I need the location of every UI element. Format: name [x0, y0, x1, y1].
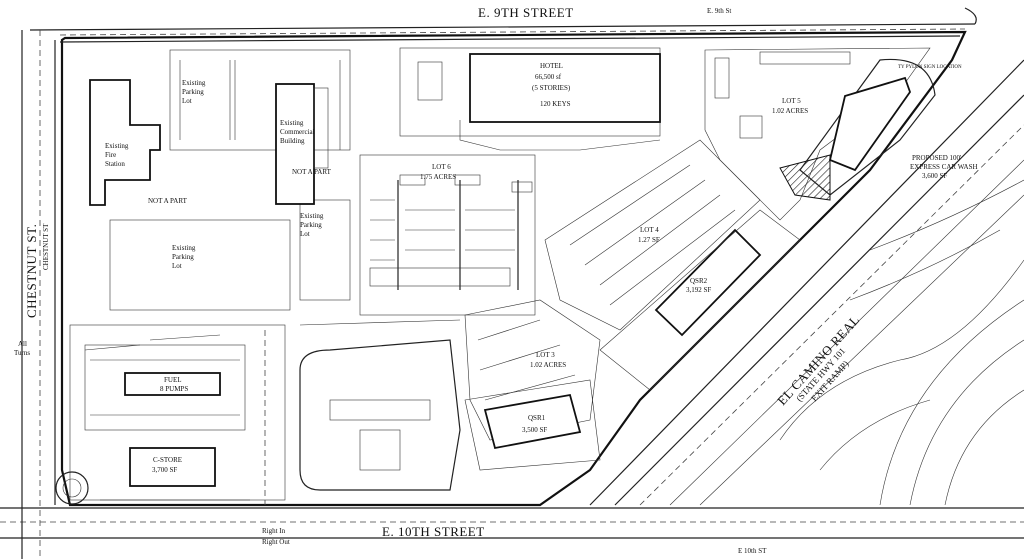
- svg-text:Fire: Fire: [105, 151, 116, 159]
- svg-text:HOTEL: HOTEL: [540, 62, 563, 70]
- existing-parking-lot-north: [169, 49, 351, 151]
- svg-text:Right In: Right In: [262, 527, 286, 535]
- svg-text:Parking: Parking: [182, 88, 204, 96]
- svg-text:Lot: Lot: [182, 97, 192, 105]
- street-label-e9th: E. 9TH STREET: [478, 5, 574, 20]
- tenth-street-road: [0, 507, 1024, 539]
- lot6-label: LOT 6 1.75 ACRES: [420, 163, 456, 181]
- highway-ramp-lines: [589, 59, 1024, 506]
- not-a-part-label-1: NOT A PART: [148, 197, 188, 205]
- hotel-building: HOTEL 66,500 sf (5 STORIES) 120 KEYS: [399, 47, 661, 151]
- svg-text:PROPOSED 100': PROPOSED 100': [912, 154, 961, 162]
- existing-parking-label-3: Existing Parking Lot: [300, 212, 324, 238]
- commercial-building: Existing Commercial Building NOT A PART: [275, 83, 332, 205]
- svg-text:FUEL: FUEL: [164, 376, 182, 384]
- svg-text:8 PUMPS: 8 PUMPS: [160, 385, 188, 393]
- fire-station: Existing Fire Station: [89, 79, 161, 206]
- pylon-sign-label: TY PYLON SIGN LOCATION: [898, 65, 962, 70]
- street-label-e9th-small: E. 9th St: [707, 7, 731, 15]
- street-label-chestnut-small: CHESTNUT ST: [42, 223, 50, 270]
- svg-text:QSR2: QSR2: [690, 277, 708, 285]
- property-boundary: [60, 30, 967, 507]
- svg-text:3,500 SF: 3,500 SF: [522, 426, 547, 434]
- fuel-area: FUEL 8 PUMPS: [69, 324, 286, 501]
- carwash-label: PROPOSED 100' EXPRESS CAR WASH 3,600 SF: [910, 154, 978, 180]
- svg-text:1.75 ACRES: 1.75 ACRES: [420, 173, 456, 181]
- existing-parking-label-1: Existing Parking Lot: [182, 79, 206, 105]
- svg-text:Lot: Lot: [300, 230, 310, 238]
- svg-text:LOT 6: LOT 6: [432, 163, 451, 171]
- lot3-label: LOT 3 1.02 ACRES: [530, 351, 566, 369]
- svg-text:Existing: Existing: [300, 212, 324, 220]
- drive-thru-loop: [264, 330, 461, 505]
- lot4-label: LOT 4 1.27 SF: [638, 226, 660, 244]
- existing-parking-lot-south: [109, 199, 351, 311]
- svg-text:Station: Station: [105, 160, 125, 168]
- svg-text:QSR1: QSR1: [528, 414, 546, 422]
- lot4-parking: [544, 139, 761, 331]
- svg-text:1.02 ACRES: 1.02 ACRES: [530, 361, 566, 369]
- svg-text:1.02 ACRES: 1.02 ACRES: [772, 107, 808, 115]
- lot5-label: LOT 5 1.02 ACRES: [772, 97, 808, 115]
- svg-text:Existing: Existing: [172, 244, 196, 252]
- chestnut-street-road: [21, 30, 56, 559]
- ninth-street-road: [29, 7, 977, 43]
- carwash-building: [779, 76, 912, 201]
- svg-text:Right Out: Right Out: [262, 538, 290, 546]
- svg-text:3,700 SF: 3,700 SF: [152, 466, 177, 474]
- lot3-parking: [464, 299, 601, 441]
- svg-text:3,192 SF: 3,192 SF: [686, 286, 711, 294]
- qsr1-building: QSR1 3,500 SF: [464, 379, 601, 471]
- lot5-area: [704, 47, 936, 221]
- svg-text:LOT 3: LOT 3: [536, 351, 555, 359]
- svg-text:LOT 5: LOT 5: [782, 97, 801, 105]
- svg-text:Parking: Parking: [172, 253, 194, 261]
- svg-text:C-STORE: C-STORE: [153, 456, 182, 464]
- street-label-e10th: E. 10TH STREET: [382, 524, 485, 539]
- svg-text:Building: Building: [280, 137, 305, 145]
- cstore-building: C-STORE 3,700 SF: [129, 447, 216, 487]
- existing-parking-label-2: Existing Parking Lot: [172, 244, 196, 270]
- access-all-turns: All Turns: [14, 340, 30, 357]
- svg-text:All: All: [18, 340, 27, 348]
- svg-text:120 KEYS: 120 KEYS: [540, 100, 571, 108]
- svg-text:Existing: Existing: [280, 119, 304, 127]
- lot6-parking: [359, 154, 536, 316]
- svg-text:Parking: Parking: [300, 221, 322, 229]
- svg-text:Turns: Turns: [14, 349, 30, 357]
- qsr2-building: QSR2 3,192 SF: [599, 209, 801, 391]
- svg-text:Existing: Existing: [105, 142, 129, 150]
- svg-text:3,600 SF: 3,600 SF: [922, 172, 947, 180]
- svg-text:Lot: Lot: [172, 262, 182, 270]
- access-right-in-out: Right In Right Out: [262, 527, 290, 546]
- svg-text:(5 STORIES): (5 STORIES): [532, 84, 571, 92]
- svg-text:Commercial: Commercial: [280, 128, 315, 136]
- svg-text:Existing: Existing: [182, 79, 206, 87]
- street-label-chestnut: CHESTNUT ST.: [24, 224, 39, 318]
- street-label-e10th-small: E 10th ST: [738, 547, 767, 555]
- svg-text:LOT 4: LOT 4: [640, 226, 659, 234]
- svg-text:66,500 sf: 66,500 sf: [535, 73, 562, 81]
- corner-plaza: [55, 471, 89, 505]
- svg-text:NOT A PART: NOT A PART: [292, 168, 332, 176]
- svg-text:EXPRESS CAR WASH: EXPRESS CAR WASH: [910, 163, 978, 171]
- svg-text:1.27 SF: 1.27 SF: [638, 236, 660, 244]
- lane-markings: [84, 319, 461, 501]
